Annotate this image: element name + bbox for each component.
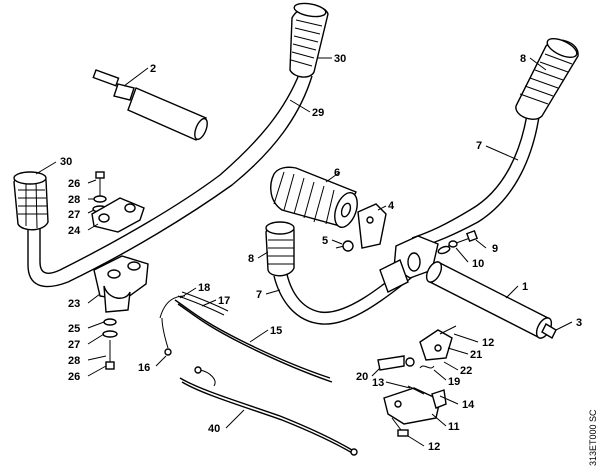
callout-28-bottom: 28 — [68, 355, 80, 367]
callout-10: 10 — [472, 258, 484, 270]
callout-28-top: 28 — [68, 194, 80, 206]
callout-2: 2 — [150, 63, 156, 75]
switch-part-21 — [419, 325, 457, 361]
callout-20: 20 — [356, 371, 368, 383]
grip-30-top — [289, 2, 329, 78]
screw-part-5 — [335, 240, 354, 252]
callout-7-upper: 7 — [476, 140, 482, 152]
handlebar-tube-29 — [27, 71, 313, 288]
cable-part-40 — [179, 366, 358, 456]
callout-9: 9 — [492, 243, 498, 255]
bar-clamp — [379, 235, 439, 293]
clamp-part-4 — [357, 203, 387, 249]
callout-40: 40 — [208, 423, 220, 435]
screw-part-9 — [437, 229, 479, 255]
trigger-part-11 — [383, 387, 447, 437]
drawing-code: 313ET000 SC — [588, 409, 598, 466]
grip-30-left — [13, 171, 49, 231]
callout-8-upper: 8 — [520, 53, 526, 65]
callout-6: 6 — [334, 167, 340, 179]
callout-19: 19 — [448, 376, 460, 388]
callout-23: 23 — [68, 298, 80, 310]
callout-17: 17 — [218, 295, 230, 307]
shaft-part-2 — [92, 69, 208, 141]
callout-8-lower: 8 — [248, 253, 254, 265]
grip-8-right — [515, 38, 579, 120]
pin-part-13 — [407, 385, 425, 395]
callout-30-left: 30 — [60, 156, 72, 168]
handlebar-part-7 — [273, 107, 541, 325]
callout-4: 4 — [388, 200, 395, 212]
callout-18: 18 — [198, 282, 210, 294]
callout-27-top: 27 — [68, 209, 80, 221]
callout-26-top: 26 — [68, 178, 80, 190]
callout-15: 15 — [270, 325, 282, 337]
callout-16: 16 — [138, 362, 150, 374]
callout-3: 3 — [576, 317, 582, 329]
callout-29: 29 — [312, 107, 324, 119]
callout-14: 14 — [462, 399, 475, 411]
leader-lines — [35, 57, 573, 447]
clamp-part-23 — [93, 255, 149, 370]
callout-24: 24 — [68, 225, 81, 237]
callout-12-top: 12 — [482, 337, 494, 349]
callout-27-bottom: 27 — [68, 339, 80, 351]
callout-26-bottom: 26 — [68, 371, 80, 383]
grip-8-lower — [265, 221, 295, 277]
shaft-tube-1 — [425, 261, 557, 339]
callout-22: 22 — [460, 365, 472, 377]
callout-25: 25 — [68, 323, 80, 335]
callout-13: 13 — [372, 377, 384, 389]
callout-7-lower: 7 — [256, 289, 262, 301]
switch-lever-20 — [377, 355, 415, 371]
callout-labels: 2 30 29 30 26 28 27 24 23 25 27 28 26 18… — [60, 53, 582, 453]
grip-part-6 — [270, 166, 358, 228]
clamp-part-24 — [91, 171, 145, 233]
callout-1: 1 — [522, 281, 528, 293]
spring-part-19 — [419, 365, 435, 369]
callout-12-bottom: 12 — [428, 441, 440, 453]
callout-5: 5 — [322, 235, 328, 247]
callout-21: 21 — [470, 349, 482, 361]
callout-30-top: 30 — [334, 53, 346, 65]
callout-11: 11 — [448, 421, 460, 433]
throttle-cable-15 — [159, 295, 333, 383]
